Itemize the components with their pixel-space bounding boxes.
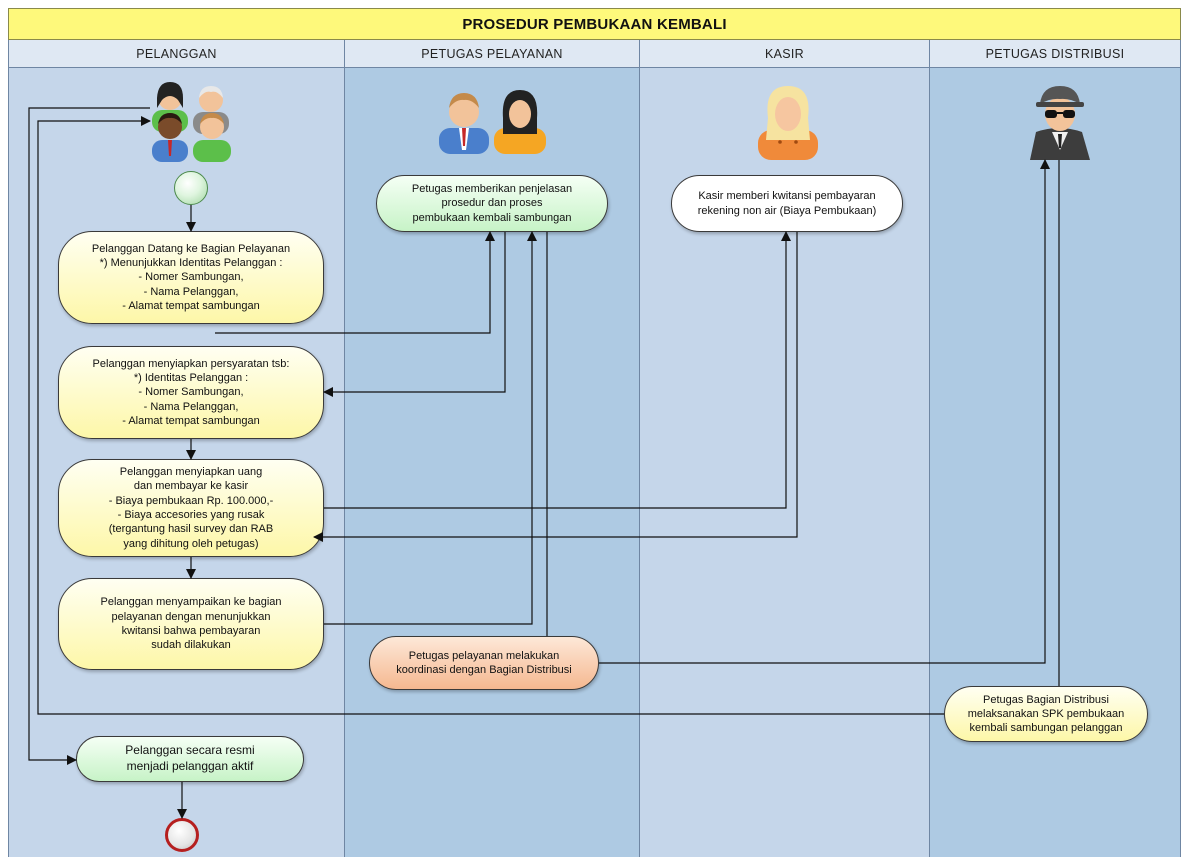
node-kasir-kwitansi: Kasir memberi kwitansi pembayaran rekeni…: [671, 175, 903, 232]
node-pelanggan-menyiapkan-persyaratan: Pelanggan menyiapkan persyaratan tsb: *)…: [58, 346, 324, 439]
service-staff-icon: [439, 90, 546, 154]
node-pelanggan-menyiapkan-persyaratan-text: Pelanggan menyiapkan persyaratan tsb: *)…: [92, 357, 290, 427]
cashier-icon: [758, 86, 818, 160]
customer-group-icon: [152, 82, 231, 162]
node-distribusi-spk: Petugas Bagian Distribusi melaksanakan S…: [944, 686, 1148, 742]
node-pelanggan-datang-text: Pelanggan Datang ke Bagian Pelayanan *) …: [91, 242, 291, 312]
node-petugas-penjelasan: Petugas memberikan penjelasan prosedur d…: [376, 175, 608, 232]
node-pelanggan-resmi-text: Pelanggan secara resmi menjadi pelanggan…: [125, 743, 255, 773]
lane-header-petugas-pelayanan: PETUGAS PELAYANAN: [345, 40, 639, 68]
node-pelanggan-menyampaikan-text: Pelanggan menyampaikan ke bagian pelayan…: [100, 596, 282, 652]
lane-header-kasir: KASIR: [640, 40, 929, 68]
node-pelanggan-menyiapkan-uang-text: Pelanggan menyiapkan uang dan membayar k…: [108, 466, 274, 550]
node-petugas-penjelasan-text: Petugas memberikan penjelasan prosedur d…: [411, 183, 573, 224]
lane-header-petugas-distribusi: PETUGAS DISTRIBUSI: [930, 40, 1180, 68]
end-node: [165, 818, 199, 852]
node-pelanggan-menyiapkan-uang: Pelanggan menyiapkan uang dan membayar k…: [58, 459, 324, 557]
node-distribusi-spk-text: Petugas Bagian Distribusi melaksanakan S…: [967, 693, 1125, 735]
start-node: [174, 171, 208, 205]
node-pelanggan-datang: Pelanggan Datang ke Bagian Pelayanan *) …: [58, 231, 324, 324]
distribution-agent-icon: [1030, 86, 1090, 160]
lane-header-pelanggan: PELANGGAN: [9, 40, 344, 68]
node-kasir-kwitansi-text: Kasir memberi kwitansi pembayaran rekeni…: [697, 190, 877, 217]
node-petugas-koordinasi-text: Petugas pelayanan melakukan koordinasi d…: [396, 649, 572, 676]
node-pelanggan-menyampaikan: Pelanggan menyampaikan ke bagian pelayan…: [58, 578, 324, 670]
node-petugas-koordinasi: Petugas pelayanan melakukan koordinasi d…: [369, 636, 599, 690]
diagram-title: PROSEDUR PEMBUKAAN KEMBALI: [8, 8, 1181, 40]
node-pelanggan-resmi: Pelanggan secara resmi menjadi pelanggan…: [76, 736, 304, 782]
